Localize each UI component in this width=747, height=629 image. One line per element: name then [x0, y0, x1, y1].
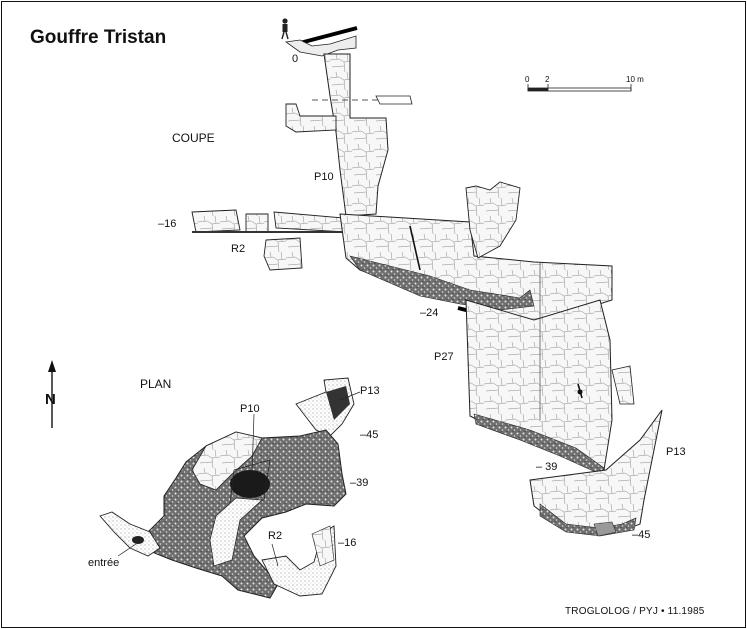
coupe-label-p10: P10 [314, 171, 334, 183]
upper-chimney [465, 181, 521, 259]
north-label: N [45, 391, 56, 408]
plan-label-p13: P13 [360, 385, 380, 397]
scale-tick-2: 2 [545, 75, 550, 84]
credit-line: TROGLOLOG / PYJ • 11.1985 [565, 606, 705, 617]
caver-figure-icon [281, 18, 289, 40]
plan-label-p10: P10 [240, 403, 260, 415]
coupe-label-p13: P13 [666, 446, 686, 458]
entrance-shaft [323, 53, 389, 217]
coupe-label-p27: P27 [434, 351, 454, 363]
plan-depth-39: –39 [350, 477, 369, 489]
plan-depth-45: –45 [360, 429, 379, 441]
gallery-16 [191, 209, 347, 233]
surface-ground [284, 26, 358, 57]
page-title: Gouffre Tristan [30, 27, 167, 48]
scale-tick-10m: 10 m [626, 75, 644, 84]
scale-bar [527, 84, 632, 92]
coupe-depth-45: –45 [632, 529, 651, 541]
plan-label-entree: entrée [88, 557, 120, 569]
plan-r2-arm [261, 525, 337, 597]
plan-label-r2: R2 [268, 530, 283, 542]
coupe-depth-39: – 39 [536, 461, 558, 473]
coupe-label-r2: R2 [231, 243, 246, 255]
coupe-depth-24: –24 [420, 307, 439, 319]
section-label-coupe: COUPE [172, 131, 215, 145]
plan-section [99, 377, 361, 599]
side-niche [285, 103, 337, 133]
rubble-slope [349, 255, 535, 311]
plan-p10-pit [230, 470, 270, 498]
r2-chamber [263, 237, 303, 271]
scale-tick-0: 0 [525, 75, 530, 84]
section-label-plan: PLAN [140, 377, 172, 391]
coupe-depth-16: –16 [158, 218, 177, 230]
plan-depth-16: –16 [338, 537, 357, 549]
coupe-section [191, 18, 663, 537]
north-arrow-icon [48, 360, 56, 428]
coupe-depth-0: 0 [292, 53, 299, 65]
plan-entrance-arm [99, 511, 161, 557]
